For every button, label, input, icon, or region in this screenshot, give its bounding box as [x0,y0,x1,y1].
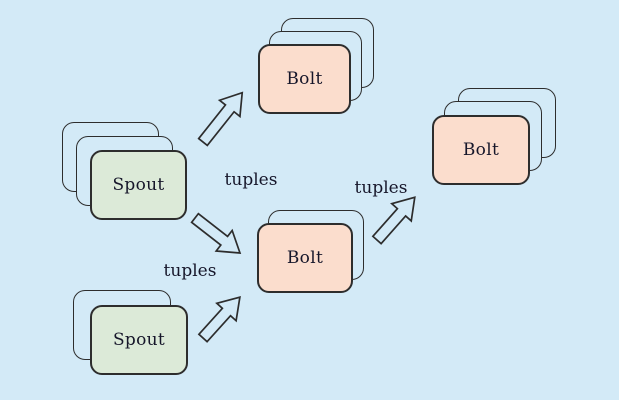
node-label: Bolt [462,140,500,160]
bolt-node: Bolt [432,115,530,185]
edge-label-tuples-right: tuples [354,178,408,198]
spout-node: Spout [90,150,187,220]
node-label: Spout [112,175,165,195]
node-label: Bolt [286,69,323,89]
arrow-spout2-to-bolt-middle [197,296,241,343]
edge-label-tuples-upper: tuples [224,170,278,190]
arrow-spout1-to-bolt-middle [190,212,242,254]
bolt-node: Bolt [258,44,351,114]
spout-node: Spout [90,305,188,375]
edge-label-tuples-lower: tuples [163,261,217,281]
arrow-spout1-to-bolt-top [197,91,244,147]
node-label: Spout [112,330,166,350]
bolt-node: Bolt [257,223,353,293]
node-label: Bolt [286,248,324,268]
